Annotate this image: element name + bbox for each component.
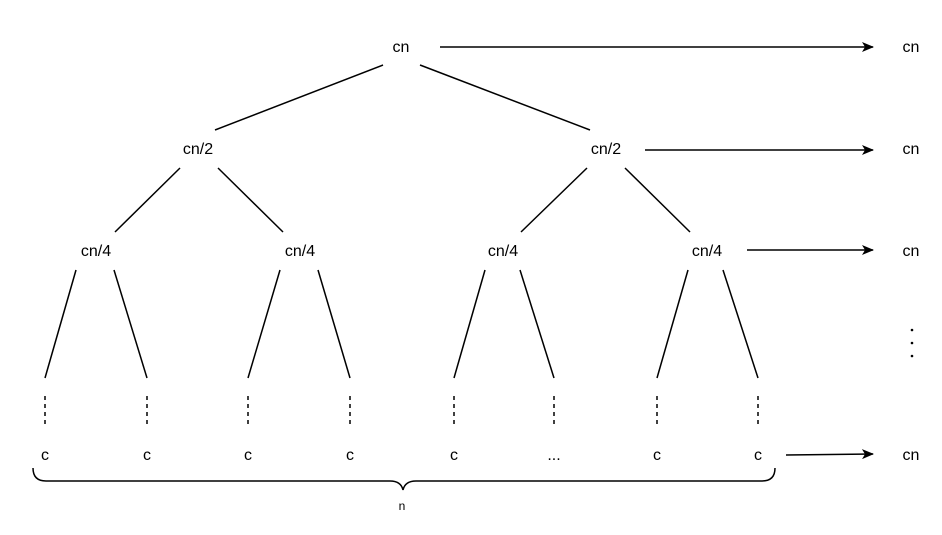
level-cost-3: cn xyxy=(903,447,920,464)
edge-l2d-left xyxy=(656,269,689,379)
brace-label: n xyxy=(399,499,406,513)
leaf-3: c xyxy=(346,447,354,464)
leaf-5: ... xyxy=(547,447,560,464)
edge-l1a-right xyxy=(217,167,284,233)
edge-l2b-left xyxy=(247,269,281,379)
leaf-6: c xyxy=(653,447,661,464)
edge-l2a-right xyxy=(113,269,148,379)
leaf-7: c xyxy=(754,447,762,464)
node-l1-1: cn/2 xyxy=(591,141,621,158)
leaf-4: c xyxy=(450,447,458,464)
edge-l2c-right xyxy=(519,269,555,379)
edge-l2b-right xyxy=(317,269,351,379)
edge-l2c-left xyxy=(453,269,486,379)
edge-l2a-left xyxy=(44,269,77,379)
edge-l2d-right xyxy=(722,269,759,379)
level-cost-0: cn xyxy=(903,39,920,56)
leaf-1: c xyxy=(143,447,151,464)
arrow-level-leaves xyxy=(785,449,874,460)
node-l2-0: cn/4 xyxy=(81,243,111,260)
bottom-brace xyxy=(32,467,776,491)
node-root: cn xyxy=(393,39,410,56)
edge-root-right xyxy=(419,64,591,131)
ellipsis-dot-3 xyxy=(910,354,914,358)
node-l2-2: cn/4 xyxy=(488,243,518,260)
node-l2-3: cn/4 xyxy=(692,243,722,260)
leaf-2: c xyxy=(244,447,252,464)
edge-l1b-left xyxy=(520,167,588,233)
node-l1-0: cn/2 xyxy=(183,141,213,158)
ellipsis-dot-1 xyxy=(910,328,914,332)
level-cost-1: cn xyxy=(903,141,920,158)
level-cost-2: cn xyxy=(903,243,920,260)
edge-l1a-left xyxy=(114,167,181,233)
leaf-0: c xyxy=(41,447,49,464)
ellipsis-dot-2 xyxy=(910,341,914,345)
node-l2-1: cn/4 xyxy=(285,243,315,260)
edge-l1b-right xyxy=(624,167,691,233)
edge-root-left xyxy=(214,64,384,131)
